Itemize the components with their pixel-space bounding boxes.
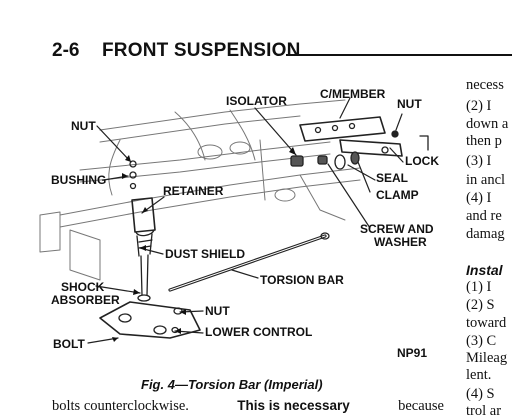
right-line: damag bbox=[466, 226, 505, 242]
right-line: Mileag bbox=[466, 350, 508, 366]
right-line: (3) C bbox=[466, 333, 497, 349]
label-bushing: BUSHING bbox=[51, 173, 107, 187]
label-nut-bottom: NUT bbox=[205, 304, 230, 318]
page-number: 2-6 bbox=[52, 40, 80, 61]
body-text-bold: This is necessary bbox=[237, 398, 350, 413]
label-seal: SEAL bbox=[376, 171, 409, 185]
right-line: (4) I bbox=[466, 190, 492, 206]
label-clamp: CLAMP bbox=[376, 188, 419, 202]
right-line: (1) I bbox=[466, 279, 492, 295]
anchor-parts bbox=[290, 151, 360, 170]
body-text-line: bolts counterclockwise. This is necessar… bbox=[52, 398, 444, 415]
right-line: (2) S bbox=[466, 297, 495, 313]
frame-rails bbox=[39, 99, 361, 281]
section-title: FRONT SUSPENSION bbox=[102, 40, 301, 61]
label-washer: WASHER bbox=[374, 235, 427, 249]
label-nut-top-right: NUT bbox=[397, 97, 422, 111]
leader-arrowheads bbox=[112, 147, 296, 342]
body-text-start: bolts counterclockwise. bbox=[52, 398, 189, 414]
label-shock: SHOCK bbox=[61, 280, 105, 294]
suspension-illustration bbox=[39, 97, 429, 344]
right-line: (3) I bbox=[466, 153, 492, 169]
label-lock: LOCK bbox=[405, 154, 439, 168]
right-column: necess (2) I down a then p (3) I in ancl… bbox=[466, 0, 512, 419]
right-line: then p bbox=[466, 133, 502, 149]
right-line: necess bbox=[466, 77, 504, 93]
right-line: and re bbox=[466, 208, 502, 224]
lower-control-arm bbox=[99, 301, 201, 339]
torsion-bar bbox=[168, 232, 330, 292]
right-line: in ancl bbox=[466, 172, 506, 188]
right-line: (2) I bbox=[466, 98, 492, 114]
header-rule bbox=[286, 54, 512, 56]
right-line: down a bbox=[466, 116, 509, 132]
label-bolt: BOLT bbox=[53, 337, 85, 351]
label-dust-shield: DUST SHIELD bbox=[165, 247, 246, 261]
body-text-end: because bbox=[398, 398, 444, 414]
crossmember bbox=[299, 116, 429, 157]
label-nut-left: NUT bbox=[71, 119, 96, 133]
label-lower-control: LOWER CONTROL bbox=[205, 325, 313, 339]
shock-absorber bbox=[129, 160, 156, 302]
label-absorber: ABSORBER bbox=[51, 293, 120, 307]
label-torsion-bar: TORSION BAR bbox=[260, 273, 344, 287]
label-screw-and: SCREW AND bbox=[360, 222, 434, 236]
label-c-member: C/MEMBER bbox=[320, 87, 386, 101]
right-line: toward bbox=[466, 315, 507, 331]
right-line: (4) S bbox=[466, 386, 495, 402]
label-retainer: RETAINER bbox=[163, 184, 224, 198]
page-header: 2-6 FRONT SUSPENSION bbox=[52, 38, 512, 64]
torsion-bar-figure: ISOLATOR C/MEMBER NUT NUT BUSHING RETAIN… bbox=[0, 82, 460, 374]
right-line: lent. bbox=[466, 367, 492, 383]
figure-code: NP91 bbox=[397, 346, 428, 360]
figure-caption: Fig. 4—Torsion Bar (Imperial) bbox=[141, 377, 323, 392]
right-heading: Instal bbox=[466, 262, 503, 278]
label-isolator: ISOLATOR bbox=[226, 94, 287, 108]
right-line: trol ar bbox=[466, 403, 502, 419]
